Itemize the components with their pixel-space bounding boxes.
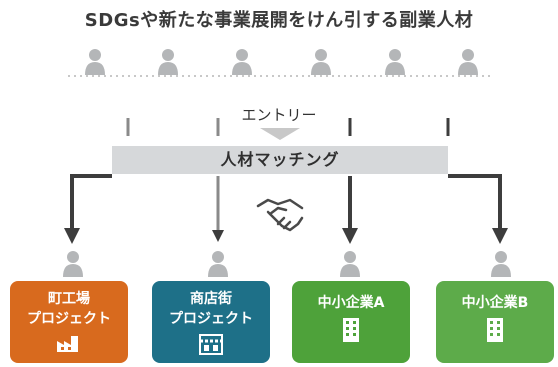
entry-arrow-icon <box>260 128 300 140</box>
box-label-line2: プロジェクト <box>27 311 111 327</box>
box-label-line1: 中小企業B <box>461 295 529 311</box>
box-label-line2: プロジェクト <box>169 311 253 327</box>
person-icon-2 <box>208 251 228 277</box>
connector-arrow-4 <box>448 174 508 244</box>
person-icon-4 <box>491 251 511 277</box>
top-person-icon-6 <box>458 49 478 75</box>
top-person-icon-3 <box>232 49 252 75</box>
sme-a-box: 中小企業A <box>292 281 410 363</box>
building-icon <box>343 318 359 342</box>
top-person-icon-5 <box>385 49 405 75</box>
top-person-icon-1 <box>85 49 105 75</box>
shop-icon <box>199 334 223 355</box>
top-person-icon-4 <box>311 49 331 75</box>
connector-arrow-1 <box>64 174 112 244</box>
person-icon-3 <box>340 251 360 277</box>
box-label-line1: 中小企業A <box>317 295 385 311</box>
sme-b-box: 中小企業B <box>436 281 554 363</box>
matching-bar: 人材マッチング <box>112 146 448 174</box>
handshake-icon <box>256 198 304 232</box>
factory-project-box: 町工場 プロジェクト <box>10 281 128 363</box>
box-label-line1: 町工場 <box>48 291 90 307</box>
box-label-line1: 商店街 <box>190 291 232 307</box>
factory-icon <box>57 336 78 352</box>
entry-label: エントリー <box>241 106 317 124</box>
diagram-title: SDGsや新たな事業展開をけん引する副業人材 <box>84 10 474 31</box>
shopping-street-project-box: 商店街 プロジェクト <box>152 281 270 363</box>
person-icon-1 <box>63 251 83 277</box>
matching-label: 人材マッチング <box>220 150 340 169</box>
top-person-icon-2 <box>158 49 178 75</box>
building-icon <box>487 318 503 342</box>
